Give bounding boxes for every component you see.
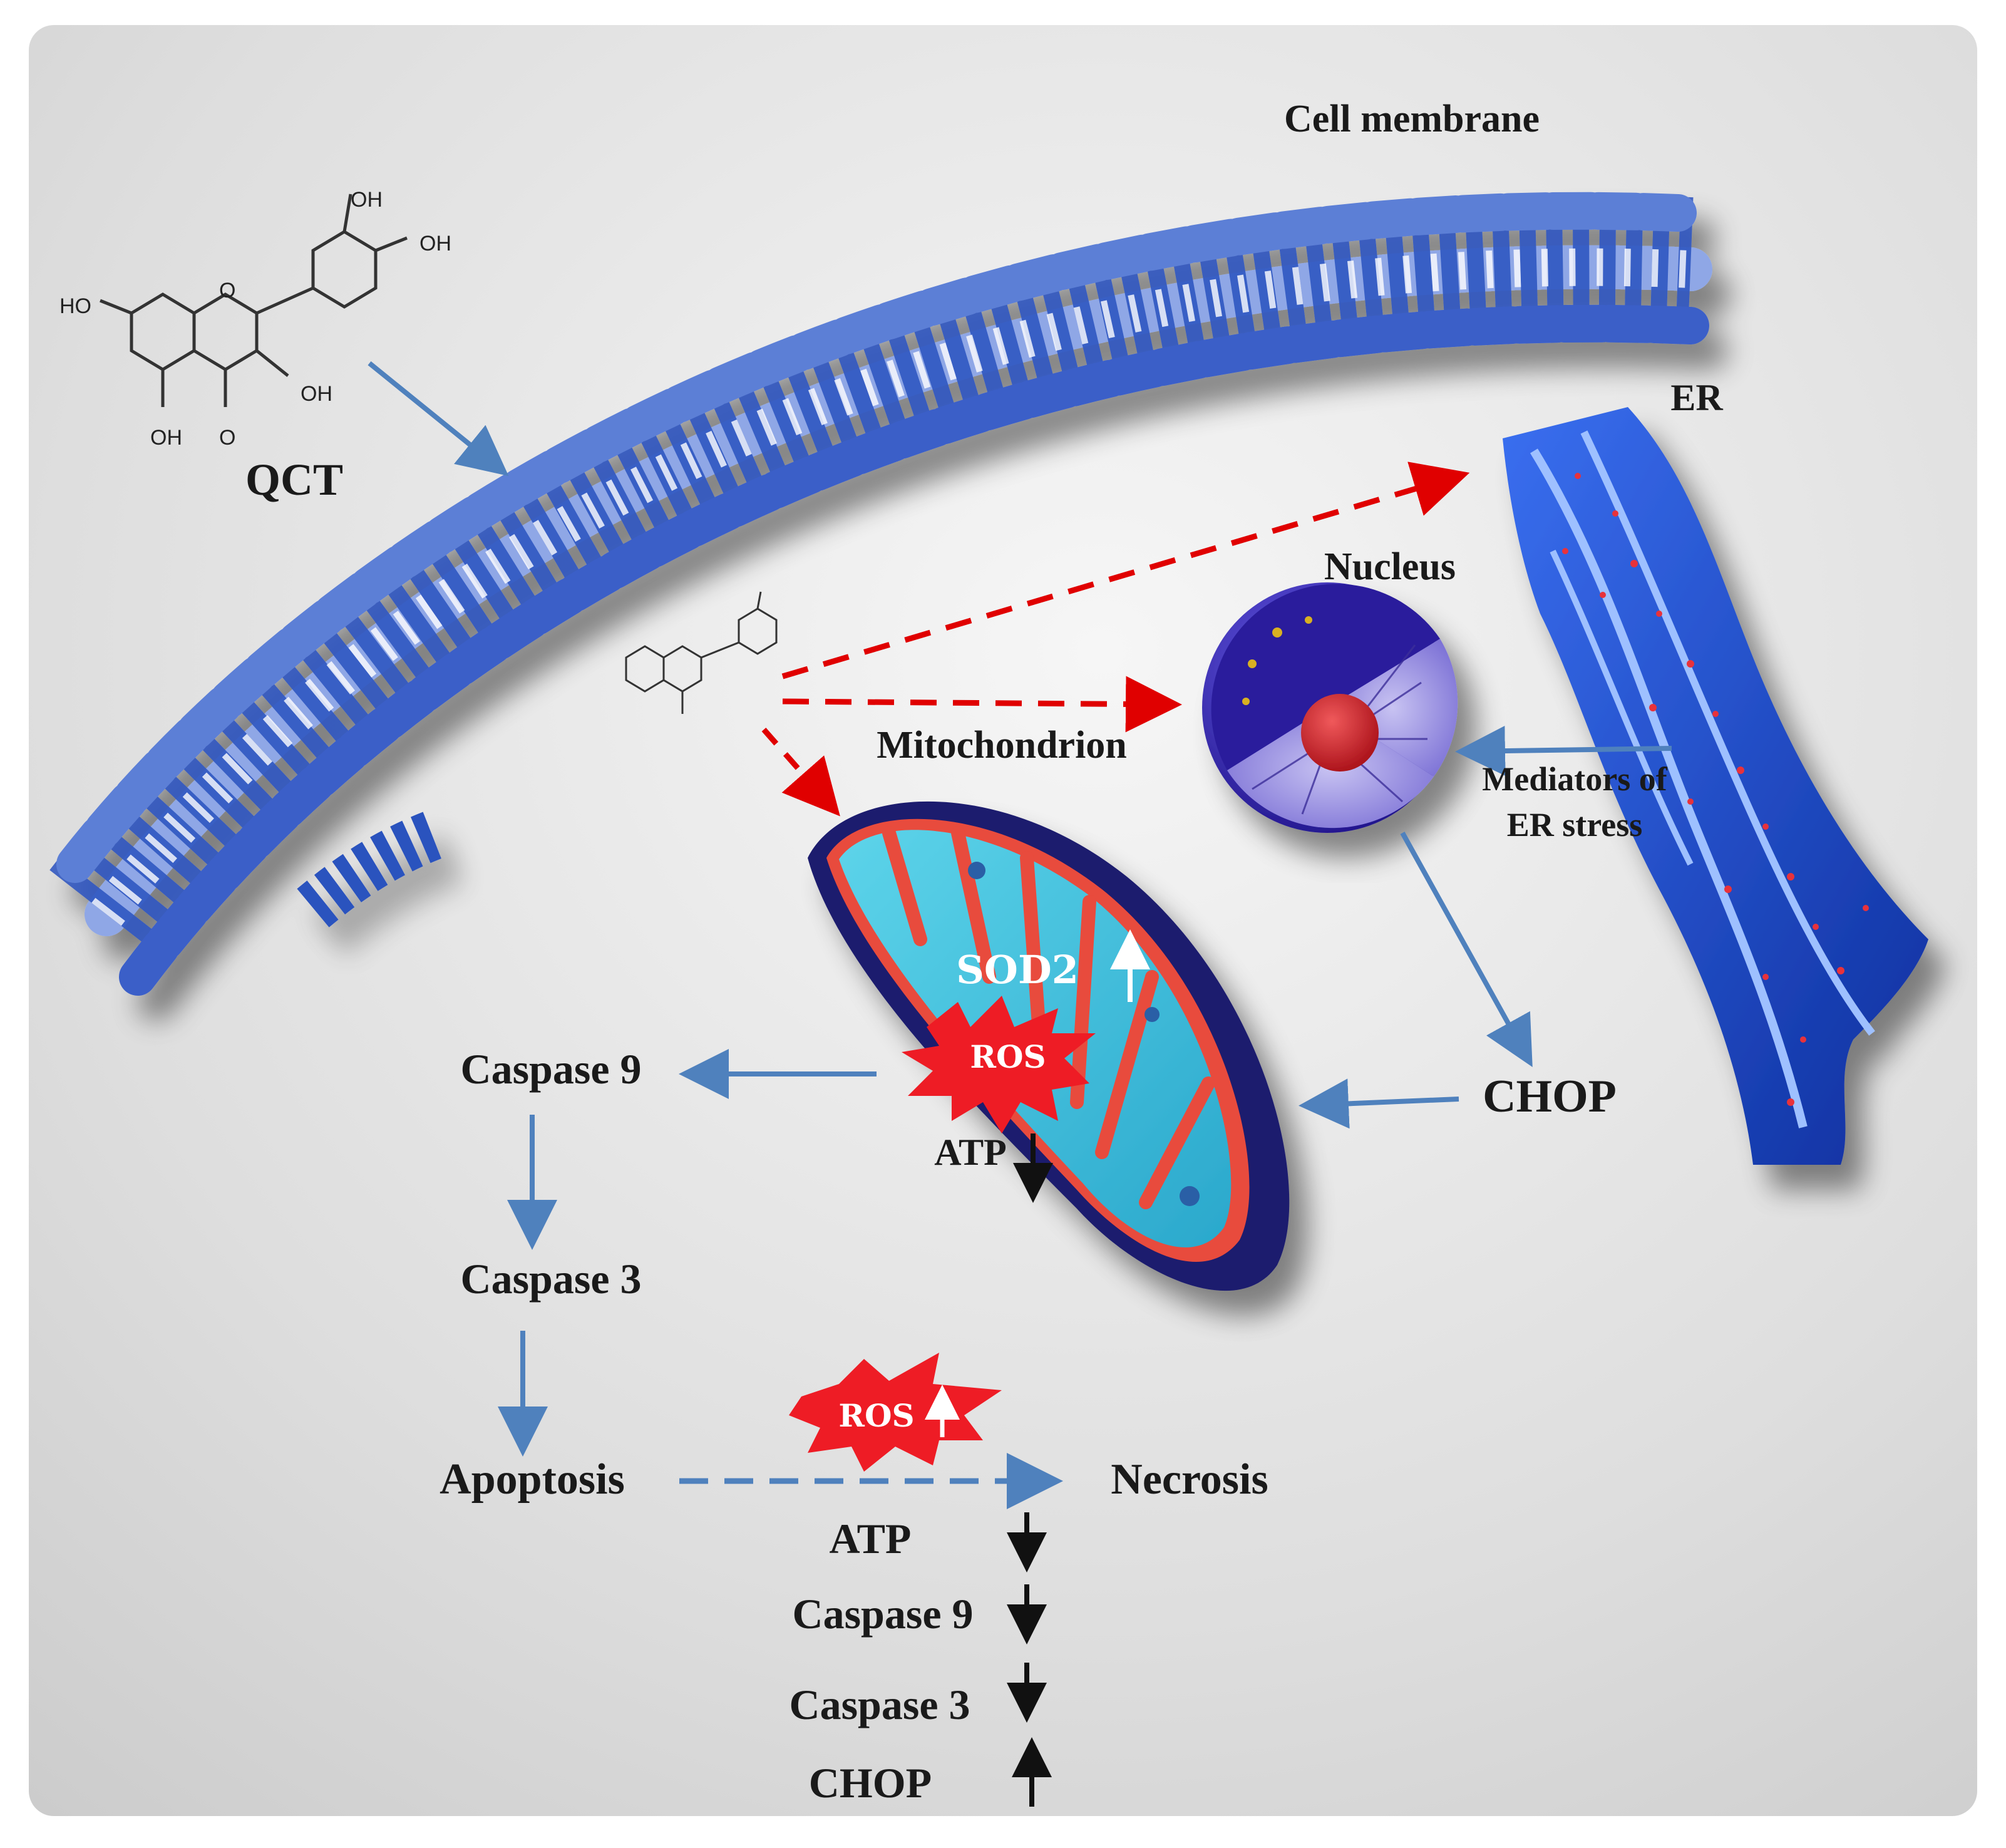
qct-o-keto: O (219, 426, 235, 450)
nucleus (1202, 582, 1458, 833)
qct-oh-top: OH (351, 188, 383, 212)
cell-membrane (49, 192, 1712, 996)
er-to-nucleus-arrow (1455, 726, 1672, 777)
necrosis-marker-list: ATP Caspase 9 Caspase 3 CHOP (789, 1512, 1052, 1807)
ros-mito-label: ROS (970, 1038, 1046, 1075)
mediators-label-2: ER stress (1507, 806, 1643, 844)
qct-action-arrows (761, 462, 1470, 817)
ros-burst-necrosis (789, 1353, 1002, 1472)
qct-oh-3: OH (301, 382, 332, 406)
marker-chop-label: CHOP (809, 1759, 932, 1807)
qct-to-er-arrow (781, 462, 1470, 679)
sod2-label: SOD2 (956, 947, 1079, 993)
qct-ho-left: HO (59, 294, 91, 318)
qct-o-ring: O (219, 279, 235, 302)
marker-atp-label: ATP (830, 1515, 912, 1562)
necrosis-label: Necrosis (1111, 1455, 1268, 1504)
mediators-label-1: Mediators of (1482, 760, 1667, 798)
ros-burst-mito (902, 996, 1096, 1133)
qct-to-mito-arrow (761, 728, 840, 817)
qct-oh-right: OH (419, 232, 451, 256)
er-label: ER (1670, 377, 1723, 418)
endoplasmic-reticulum (1503, 407, 1928, 1165)
cell-membrane-label: Cell membrane (1284, 98, 1540, 140)
qct-entry-arrow (368, 361, 509, 477)
chop-label: CHOP (1483, 1071, 1617, 1122)
mitochondrion-label: Mitochondrion (877, 724, 1127, 767)
qct-to-nucleus-arrow (782, 676, 1182, 733)
caspase3-label: Caspase 3 (460, 1255, 641, 1303)
caspase9-label: Caspase 9 (460, 1045, 641, 1093)
marker-caspase9-label: Caspase 9 (792, 1590, 973, 1638)
quercetin-structure (100, 194, 408, 407)
quercetin-small-structure (625, 591, 778, 714)
chop-to-mito-arrow (1299, 1078, 1459, 1129)
apoptosis-label: Apoptosis (440, 1455, 625, 1504)
qct-oh-5: OH (150, 426, 182, 450)
ros-necrosis-label: ROS (838, 1397, 914, 1434)
nucleus-to-chop-arrow (1400, 832, 1533, 1067)
nucleus-label: Nucleus (1324, 545, 1456, 588)
qct-label: QCT (245, 455, 343, 505)
marker-caspase3-label: Caspase 3 (789, 1681, 970, 1728)
atp-mito-label: ATP (934, 1132, 1007, 1173)
